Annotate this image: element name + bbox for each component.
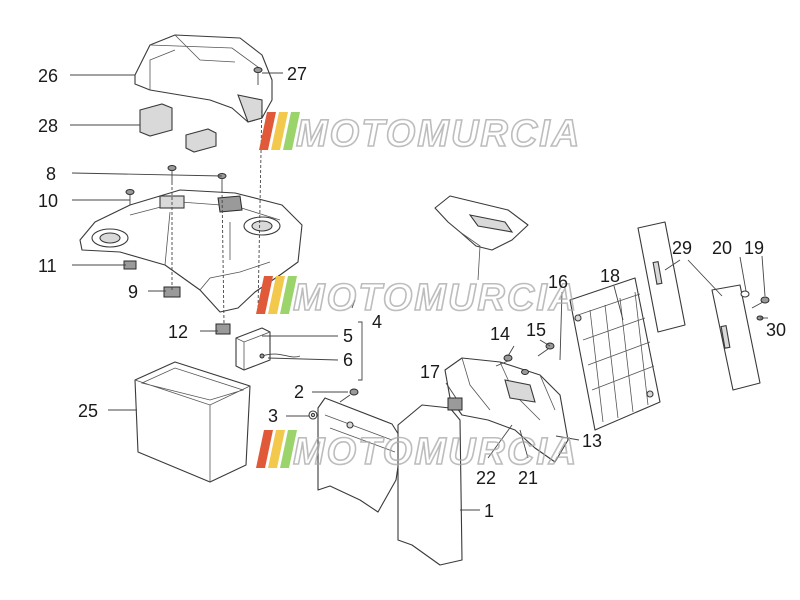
part-bracket-and-cable — [235, 299, 356, 371]
callout-22: 22 — [476, 468, 496, 488]
callout-19: 19 — [744, 238, 764, 258]
callout-20: 20 — [712, 238, 732, 258]
callout-numbers: 26 27 28 8 10 11 9 12 4 5 6 2 3 25 1 13 … — [38, 64, 786, 521]
callout-25: 25 — [78, 401, 98, 421]
callout-18: 18 — [600, 266, 620, 286]
callout-6: 6 — [343, 350, 353, 370]
callout-5: 5 — [343, 326, 353, 346]
watermark-text: MOTOMURCIA — [293, 431, 578, 473]
watermark-lower: MOTOMURCIA — [256, 430, 578, 474]
part-plate-holder — [569, 277, 661, 431]
watermark-upper: MOTOMURCIA — [259, 112, 581, 156]
callout-16: 16 — [548, 272, 568, 292]
part-assembly-guides — [171, 99, 263, 325]
callout-17: 17 — [420, 362, 440, 382]
callout-10: 10 — [38, 191, 58, 211]
callout-1: 1 — [484, 501, 494, 521]
callout-15: 15 — [526, 320, 546, 340]
callout-21: 21 — [518, 468, 538, 488]
callout-8: 8 — [46, 164, 56, 184]
part-main-tray — [79, 189, 303, 313]
callout-9: 9 — [128, 282, 138, 302]
watermark-text: MOTOMURCIA — [296, 113, 581, 155]
watermark-middle: MOTOMURCIA — [256, 276, 578, 320]
callout-4: 4 — [372, 312, 382, 332]
callout-14: 14 — [490, 324, 510, 344]
callout-13: 13 — [582, 431, 602, 451]
part-pads — [139, 103, 217, 153]
leader-lines — [70, 72, 768, 511]
part-battery-box — [134, 361, 251, 483]
watermark-text: MOTOMURCIA — [293, 277, 578, 319]
callout-27: 27 — [287, 64, 307, 84]
callout-30: 30 — [766, 320, 786, 340]
callout-29: 29 — [672, 238, 692, 258]
part-upper-bracket — [434, 195, 529, 281]
part-light-support — [444, 357, 569, 463]
part-top-cover — [134, 34, 273, 123]
callout-3: 3 — [268, 406, 278, 426]
callout-11: 11 — [38, 256, 57, 276]
part-screw-2-nut-3 — [308, 388, 359, 420]
part-mudflap — [317, 397, 463, 566]
callout-26: 26 — [38, 66, 58, 86]
part-side-plates — [637, 221, 770, 391]
part-screw-27 — [253, 67, 263, 85]
callout-2: 2 — [294, 382, 304, 402]
callout-12: 12 — [168, 322, 188, 342]
callout-28: 28 — [38, 116, 58, 136]
